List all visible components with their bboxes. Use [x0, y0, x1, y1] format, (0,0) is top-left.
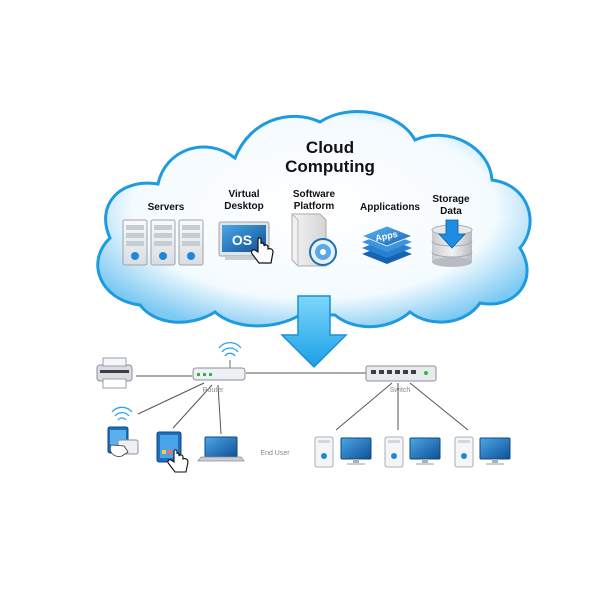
cloud-title-line2: Computing — [285, 157, 375, 176]
tablet-wifi-icon — [111, 406, 133, 421]
line-router-tablet — [137, 382, 205, 415]
switch-label: Switch — [390, 387, 411, 394]
applications-icon — [360, 225, 414, 264]
end-user-label: End User — [260, 450, 290, 457]
service-label-virtual-desktop-line1: Virtual — [229, 189, 260, 200]
cloud-title-line1: Cloud — [306, 138, 354, 157]
service-label-virtual-desktop-line2: Desktop — [224, 201, 263, 212]
line-switch-desktop3 — [409, 382, 469, 431]
switch-icon — [365, 365, 437, 382]
service-label-servers: Servers — [148, 202, 185, 213]
storage-down-arrow-icon — [438, 219, 466, 249]
desktop-workstation-icon — [454, 436, 511, 468]
servers-icon — [122, 219, 204, 266]
router-label: Router — [202, 387, 224, 394]
service-label-applications: Applications — [360, 202, 420, 213]
line-router-ipad — [172, 384, 213, 429]
laptop-icon — [197, 436, 245, 462]
handheld-device-icon — [107, 426, 139, 457]
service-label-software-platform-line2: Platform — [294, 201, 335, 212]
cloud-down-arrow — [280, 295, 348, 369]
software-platform-icon — [291, 213, 337, 267]
apps-badge: Apps — [374, 229, 398, 243]
service-label-storage-data-line1: Storage — [432, 194, 470, 205]
printer-icon — [96, 357, 133, 389]
tablet-hand-cursor-icon — [167, 449, 189, 473]
router-wifi-icon — [218, 342, 242, 368]
os-badge: OS — [232, 232, 252, 248]
router-icon — [192, 367, 246, 381]
service-label-storage-data-line2: Data — [440, 206, 462, 217]
service-label-software-platform-line1: Software — [293, 189, 336, 200]
line-switch-desktop1 — [335, 382, 393, 431]
hand-cursor-icon — [250, 237, 274, 264]
desktop-workstation-icon — [314, 436, 372, 468]
line-router-laptop — [217, 384, 222, 435]
desktop-workstation-icon — [384, 436, 441, 468]
network-connections — [136, 372, 469, 435]
